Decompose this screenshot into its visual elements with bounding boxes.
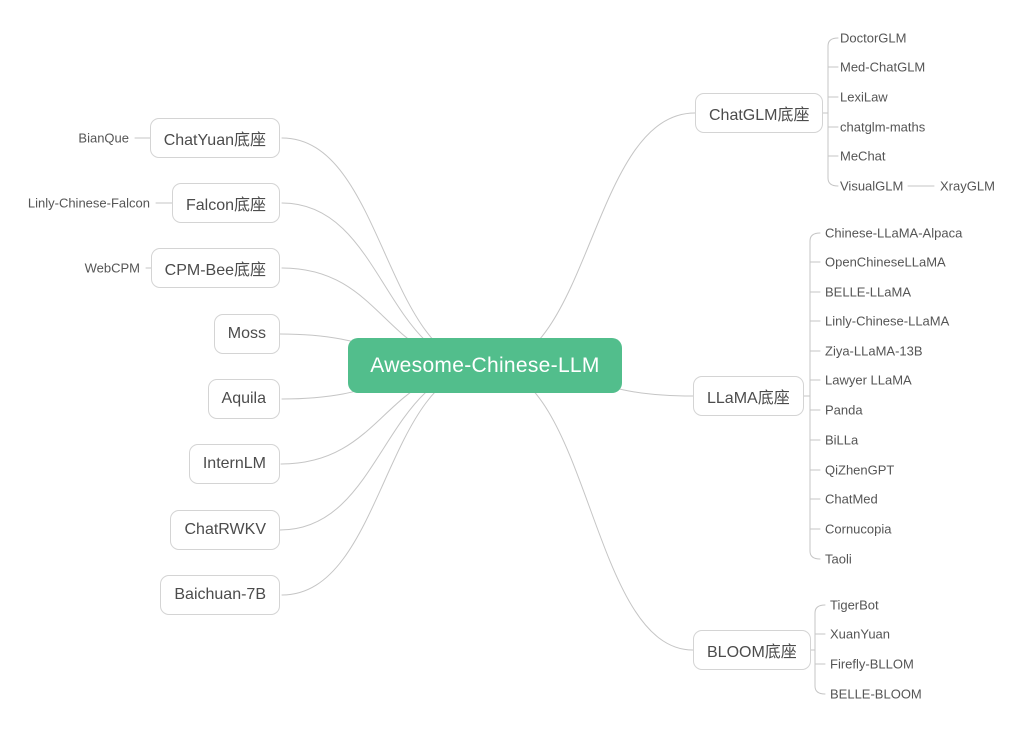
node-llama-base[interactable]: LLaMA底座 bbox=[693, 376, 804, 416]
leaf-belle-llama[interactable]: BELLE-LLaMA bbox=[825, 284, 911, 300]
leaf-ziya-llama-13b[interactable]: Ziya-LLaMA-13B bbox=[825, 343, 923, 359]
node-chatyuan-base[interactable]: ChatYuan底座 bbox=[149, 118, 280, 158]
connector-root-bloom bbox=[486, 366, 694, 651]
node-moss[interactable]: Moss bbox=[213, 314, 280, 354]
leaf-qizhengpt[interactable]: QiZhenGPT bbox=[825, 462, 895, 478]
node-chatrwkv[interactable]: ChatRWKV bbox=[170, 510, 280, 550]
node-internlm[interactable]: InternLM bbox=[188, 444, 280, 484]
leaf-billa[interactable]: BiLLa bbox=[825, 432, 859, 448]
leaf-linly-chinese-falcon[interactable]: Linly-Chinese-Falcon bbox=[27, 195, 150, 211]
connector-root-chatyuan bbox=[281, 137, 488, 368]
leaf-chinese-llama-alpaca[interactable]: Chinese-LLaMA-Alpaca bbox=[825, 225, 963, 241]
connector-root-baichuan bbox=[281, 366, 488, 596]
leaf-chatmed[interactable]: ChatMed bbox=[825, 491, 878, 507]
leaf-doctorglm[interactable]: DoctorGLM bbox=[840, 30, 907, 46]
leaf-lawyer-llama[interactable]: Lawyer LLaMA bbox=[825, 372, 912, 388]
bracket-chatglm-spine bbox=[827, 37, 839, 187]
node-bloom-base[interactable]: BLOOM底座 bbox=[693, 630, 811, 670]
leaf-cornucopia[interactable]: Cornucopia bbox=[825, 521, 892, 537]
leaf-xrayglm[interactable]: XrayGLM bbox=[940, 178, 995, 194]
node-chatglm-base[interactable]: ChatGLM底座 bbox=[695, 93, 824, 133]
node-falcon-base[interactable]: Falcon底座 bbox=[171, 183, 280, 223]
node-cpmbee-base[interactable]: CPM-Bee底座 bbox=[150, 248, 280, 288]
bracket-bloom-spine bbox=[814, 604, 826, 695]
leaf-panda[interactable]: Panda bbox=[825, 402, 863, 418]
node-baichuan-7b[interactable]: Baichuan-7B bbox=[160, 575, 280, 615]
connector-root-chatglm bbox=[486, 112, 696, 368]
leaf-belle-bloom[interactable]: BELLE-BLOOM bbox=[830, 686, 922, 702]
leaf-lexilaw[interactable]: LexiLaw bbox=[840, 89, 888, 105]
leaf-xuanyuan[interactable]: XuanYuan bbox=[830, 626, 891, 642]
leaf-linly-chinese-llama[interactable]: Linly-Chinese-LLaMA bbox=[825, 313, 950, 329]
leaf-visualglm[interactable]: VisualGLM bbox=[840, 178, 904, 194]
leaf-firefly-bllom[interactable]: Firefly-BLLOM bbox=[830, 656, 914, 672]
bracket-llama-spine bbox=[809, 232, 821, 560]
leaf-openchinesellama[interactable]: OpenChineseLLaMA bbox=[825, 254, 946, 270]
leaf-webcpm[interactable]: WebCPM bbox=[84, 260, 140, 276]
leaf-chatglm-maths[interactable]: chatglm-maths bbox=[840, 119, 926, 135]
leaf-bianque[interactable]: BianQue bbox=[78, 130, 129, 146]
leaf-taoli[interactable]: Taoli bbox=[825, 551, 852, 567]
leaf-tigerbot[interactable]: TigerBot bbox=[830, 597, 879, 613]
leaf-med-chatglm[interactable]: Med-ChatGLM bbox=[840, 59, 926, 75]
node-aquila[interactable]: Aquila bbox=[207, 379, 280, 419]
root-node[interactable]: Awesome-Chinese-LLM bbox=[348, 338, 622, 393]
leaf-mechat[interactable]: MeChat bbox=[840, 148, 886, 164]
